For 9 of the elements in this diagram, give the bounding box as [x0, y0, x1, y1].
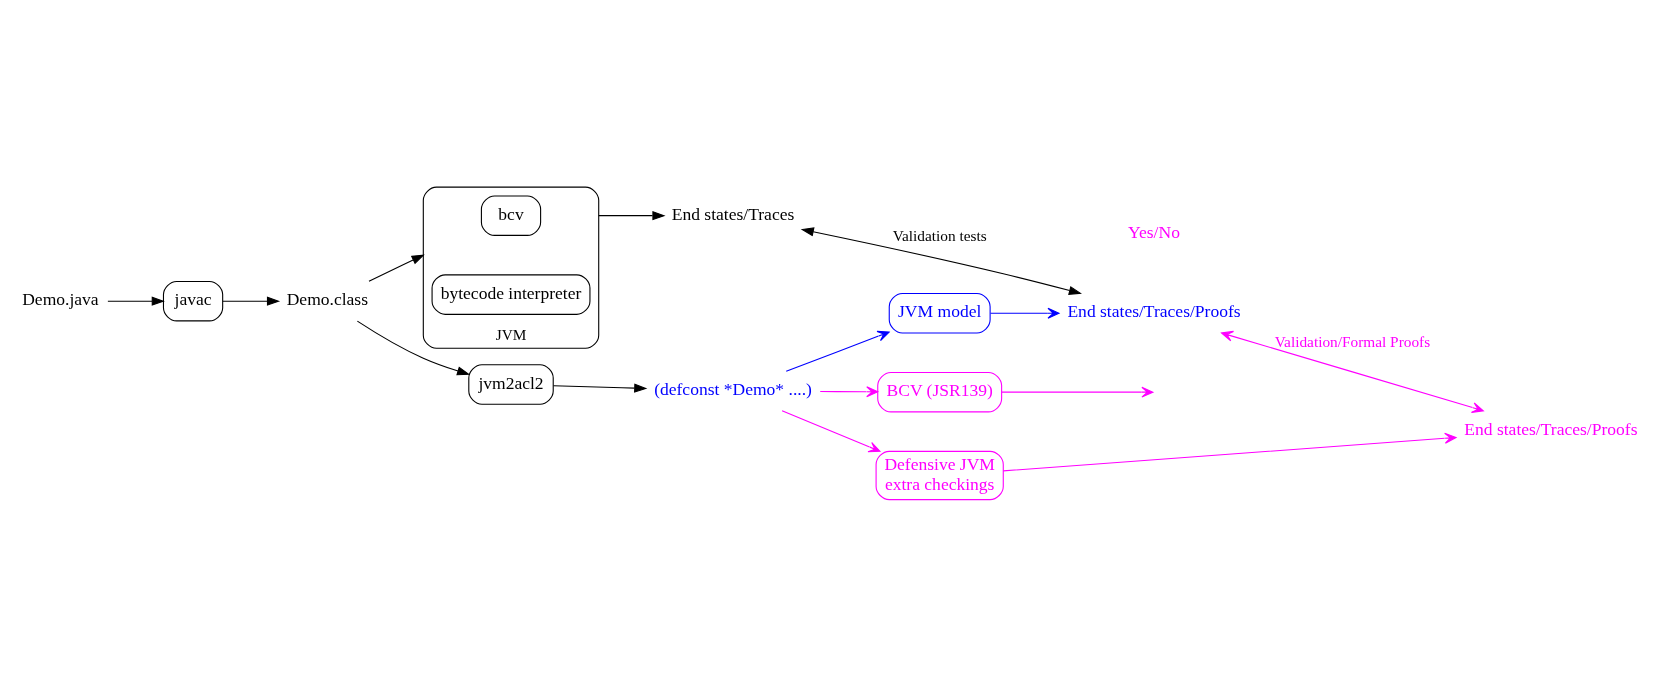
node-text: Demo.class	[286, 289, 369, 310]
node-text: (defconst *Demo* ....)	[654, 379, 812, 400]
node-text: End states/Traces	[671, 203, 795, 224]
label: Yes/No	[1128, 222, 1180, 243]
node-text: End states/Traces/Proofs	[1067, 301, 1241, 322]
edge-label: Validation tests	[892, 227, 987, 245]
node-text: Demo.java	[22, 289, 99, 310]
node-text: End states/Traces/Proofs	[1464, 418, 1638, 439]
edge-label: Validation/Formal Proofs	[1274, 333, 1431, 351]
